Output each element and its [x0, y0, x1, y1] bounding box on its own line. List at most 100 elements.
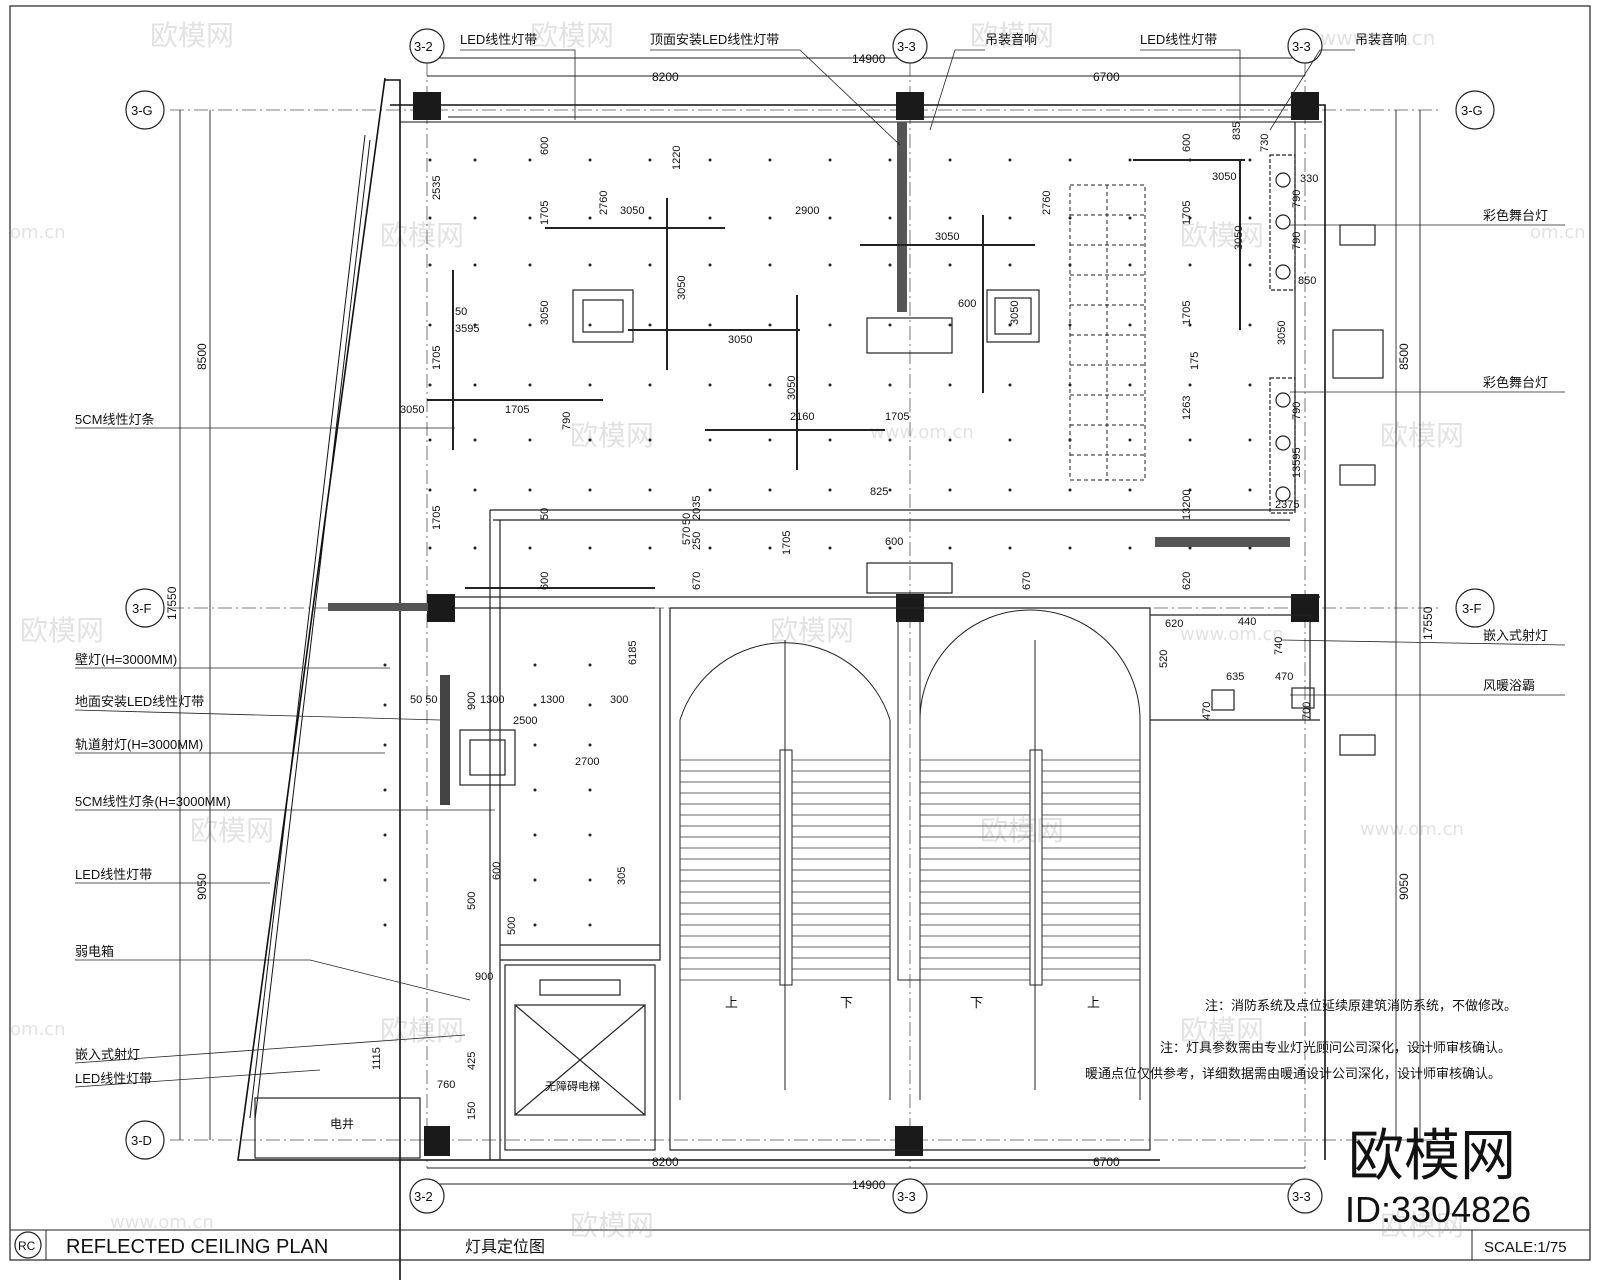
dimension-value: 760	[437, 1079, 455, 1091]
downlight-dot	[888, 323, 892, 327]
downlight-dot	[473, 158, 477, 162]
downlight-dot	[428, 546, 432, 550]
downlight-dot	[1188, 546, 1192, 550]
downlight-dot	[768, 438, 772, 442]
downlight-dot	[648, 383, 652, 387]
dimension-value: 1705	[1181, 201, 1193, 225]
stair-label: 上	[725, 995, 738, 1010]
dimension-value: 600	[958, 298, 976, 310]
downlight-dot	[428, 158, 432, 162]
dimension-value: 3050	[1233, 226, 1245, 250]
note-lighting-params: 注：灯具参数需由专业灯光顾问公司深化，设计师审核确认。	[1160, 1040, 1511, 1055]
downlight-dot	[1128, 383, 1132, 387]
label-low-voltage-box: 弱电箱	[75, 944, 114, 959]
downlight-dot	[648, 323, 652, 327]
downlight-grid	[383, 158, 1252, 927]
downlight-dot	[383, 923, 387, 927]
dimension-value: 2700	[575, 756, 599, 768]
dim-bottom-left: 8200	[652, 1155, 679, 1169]
downlight-dot	[1188, 323, 1192, 327]
dim-left-lower: 9050	[195, 873, 209, 900]
downlight-dot	[428, 438, 432, 442]
dimension-value: 330	[1300, 173, 1318, 185]
downlight-dot	[1248, 216, 1252, 220]
dimension-value: 900	[466, 692, 478, 710]
downlight-dot	[1008, 263, 1012, 267]
dimension-value: 2375	[1275, 499, 1299, 511]
stair-label: 下	[970, 995, 983, 1010]
label-hanging-speaker-right: 吊装音响	[1355, 32, 1407, 47]
dimension-value: 2500	[513, 715, 537, 727]
downlight-dot	[473, 546, 477, 550]
downlight-dot	[533, 878, 537, 882]
downlight-dot	[1128, 488, 1132, 492]
downlight-dot	[1188, 263, 1192, 267]
dimension-value: 3050	[1212, 171, 1236, 183]
downlight-dot	[473, 383, 477, 387]
downlight-dot	[588, 158, 592, 162]
dimension-lines	[179, 57, 1421, 1185]
dimension-value: 3050	[400, 404, 424, 416]
downlight-dot	[588, 438, 592, 442]
dimension-value: 3050	[1276, 321, 1288, 345]
dimension-value: 3050	[935, 231, 959, 243]
watermark-brand: 欧模网	[570, 1209, 654, 1242]
downlight-dot	[533, 743, 537, 747]
downlight-dot	[428, 323, 432, 327]
drawing-title-cn: 灯具定位图	[465, 1238, 545, 1256]
dimension-value: 2760	[1041, 191, 1053, 215]
dimension-value: 1220	[671, 146, 683, 170]
dimension-value: 305	[616, 867, 628, 885]
downlight-dot	[473, 263, 477, 267]
downlight-dot	[428, 383, 432, 387]
grid-bubble-top-3: 3-3	[1287, 28, 1323, 64]
dim-top-left: 8200	[652, 70, 679, 84]
svg-text:3-F: 3-F	[132, 601, 152, 616]
dimension-value: 570	[681, 527, 693, 545]
downlight-dot	[648, 546, 652, 550]
note-fire-system: 注：消防系统及点位延续原建筑消防系统，不做修改。	[1205, 998, 1517, 1013]
dimension-value: 2035	[691, 496, 703, 520]
grid-bubble-bottom-2: 3-3	[892, 1178, 928, 1214]
svg-text:3-G: 3-G	[1461, 103, 1483, 118]
downlight-dot	[383, 743, 387, 747]
dimension-value: 1705	[539, 201, 551, 225]
watermark-brand: 欧模网	[570, 419, 654, 452]
watermark-brand: 欧模网	[380, 1014, 464, 1047]
label-hanging-speaker: 吊装音响	[985, 32, 1037, 47]
label-bath-heater: 风暖浴霸	[1483, 678, 1535, 693]
downlight-dot	[1248, 438, 1252, 442]
watermark-brand: 欧模网	[1380, 1209, 1464, 1242]
dimension-value: 835	[1231, 122, 1243, 140]
watermark-site: www.om.cn	[870, 422, 974, 443]
downlight-dot	[588, 323, 592, 327]
dimension-value: 50	[455, 306, 467, 318]
downlight-dot	[528, 263, 532, 267]
downlight-dot	[1128, 158, 1132, 162]
downlight-dot	[948, 158, 952, 162]
downlight-dot	[533, 923, 537, 927]
downlight-dot	[1248, 488, 1252, 492]
downlight-dot	[1248, 263, 1252, 267]
dimension-value: 635	[1226, 671, 1244, 683]
downlight-dot	[1248, 546, 1252, 550]
dimension-value: 300	[610, 694, 628, 706]
dim-top-right: 6700	[1093, 70, 1120, 84]
dimension-value: 425	[466, 1052, 478, 1070]
watermark-id: ID:3304826	[1345, 1189, 1531, 1230]
watermark-group: 欧模网 欧模网 欧模网 www.om.cn 欧模网 欧模网 om.cn om.c…	[10, 19, 1586, 1242]
svg-text:3-F: 3-F	[1462, 601, 1482, 616]
watermark-brand: 欧模网	[1180, 219, 1264, 252]
dimension-value: 670	[691, 572, 703, 590]
downlight-dot	[888, 546, 892, 550]
dimension-value: 6185	[627, 641, 639, 665]
label-recessed-spotlight-right: 嵌入式射灯	[1483, 628, 1548, 643]
downlight-dot	[588, 923, 592, 927]
grid-bubble-right-2: 3-F	[1455, 588, 1495, 628]
downlight-dot	[588, 833, 592, 837]
dimension-value: 670	[1021, 572, 1033, 590]
downlight-dot	[588, 546, 592, 550]
dimension-value: 250	[691, 532, 703, 550]
downlight-dot	[528, 438, 532, 442]
downlight-dot	[768, 216, 772, 220]
